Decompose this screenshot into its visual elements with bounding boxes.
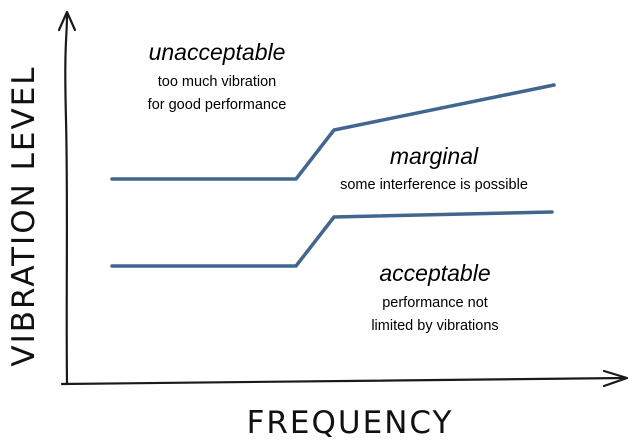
upper-boundary-line [110, 83, 556, 181]
region-acceptable: acceptable performance not limited by vi… [371, 260, 498, 334]
region-desc-marginal-line1: some interference is possible [340, 177, 528, 193]
region-desc-acceptable-line1: performance not [382, 295, 488, 311]
region-title-acceptable: acceptable [379, 260, 490, 286]
region-desc-unacceptable-line1: too much vibration [158, 74, 276, 90]
region-unacceptable: unacceptable too much vibration for good… [148, 39, 287, 113]
x-axis [60, 369, 629, 388]
region-title-unacceptable: unacceptable [149, 39, 286, 65]
region-desc-acceptable-line2: limited by vibrations [371, 318, 498, 334]
lower-boundary-line [110, 210, 554, 268]
region-marginal: marginal some interference is possible [340, 143, 528, 193]
region-desc-unacceptable-line2: for good performance [148, 97, 287, 113]
y-axis [57, 10, 77, 386]
x-axis-label: FREQUENCY [247, 405, 454, 441]
region-title-marginal: marginal [390, 143, 479, 169]
y-axis-label: VIBRATION LEVEL [6, 65, 42, 366]
